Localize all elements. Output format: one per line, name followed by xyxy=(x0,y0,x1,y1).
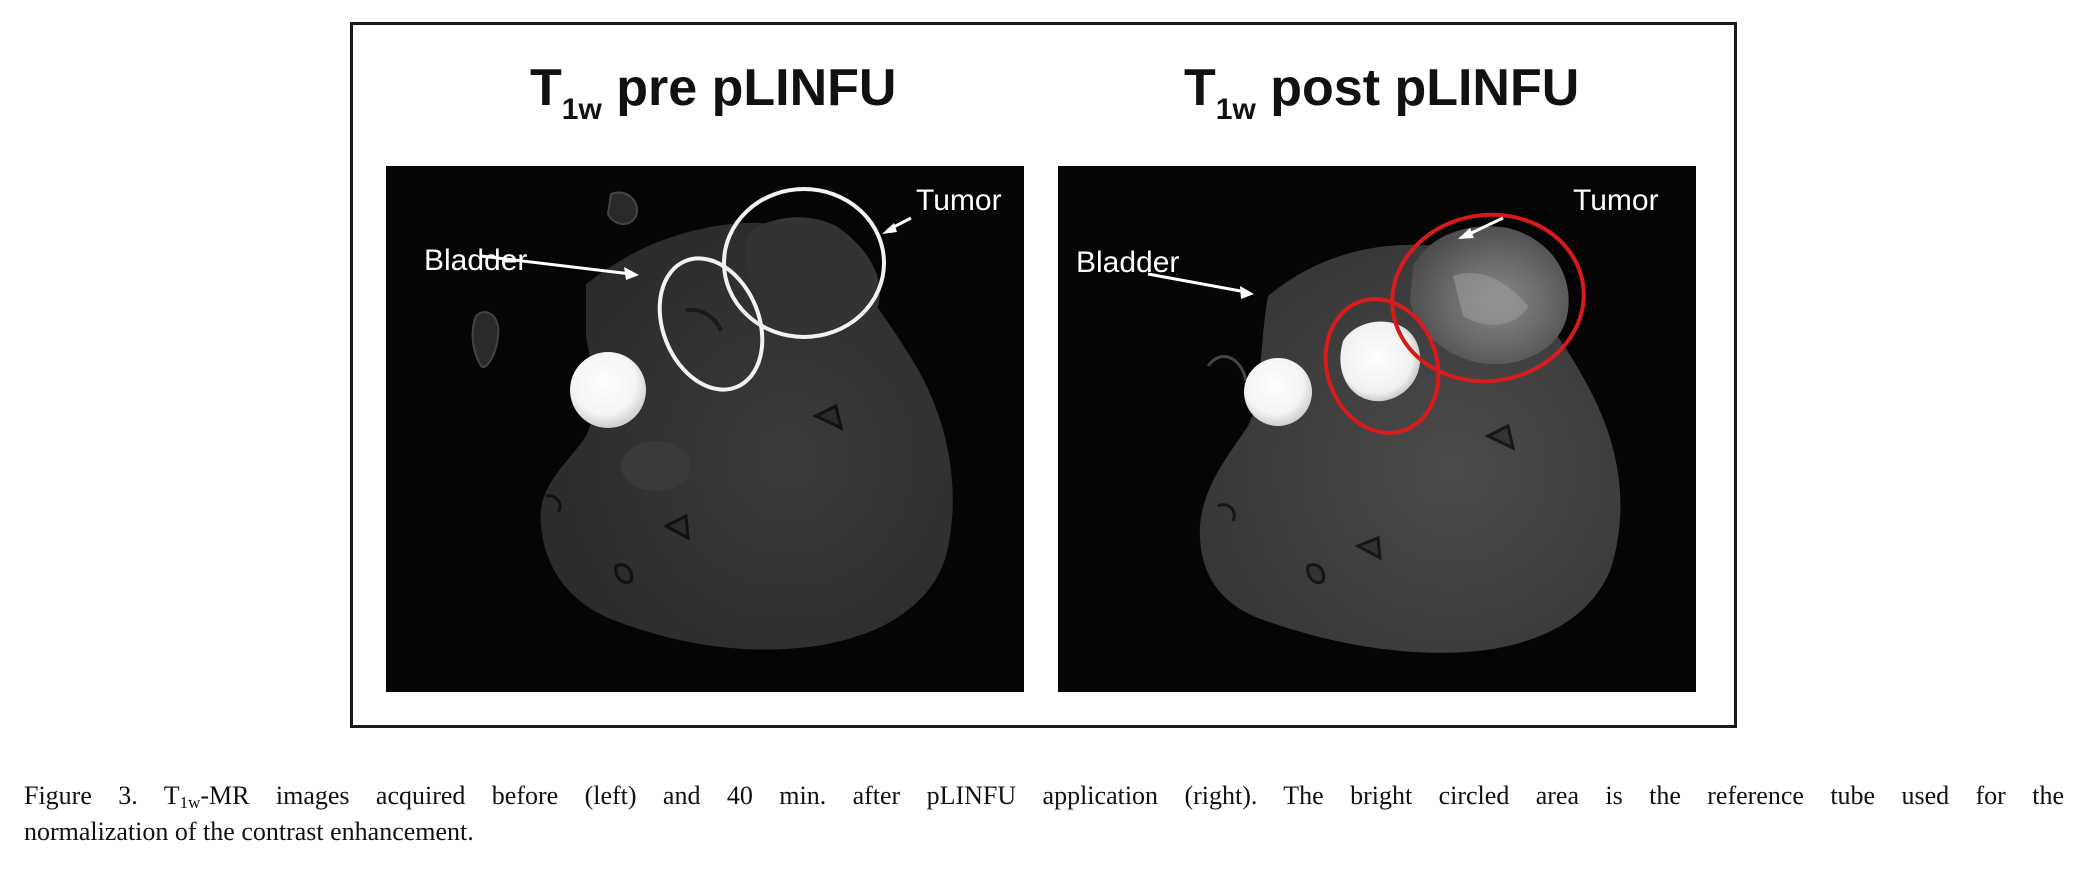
title-rest: post pLINFU xyxy=(1255,59,1580,117)
bladder-arrow xyxy=(480,254,632,276)
title-subscript: 1w xyxy=(1215,93,1256,126)
title-main: T xyxy=(530,59,562,117)
reference-tube xyxy=(1244,358,1312,426)
tumor-label: Tumor xyxy=(916,184,1002,217)
mri-image-post: Bladder Tumor xyxy=(1058,166,1696,692)
tissue-detail xyxy=(621,441,691,491)
caption-subscript: 1w xyxy=(179,793,201,812)
bladder-arrow xyxy=(1147,272,1247,294)
tissue-detail xyxy=(685,307,723,332)
tumor-arrow-head xyxy=(882,223,897,234)
mri-pre-svg: Bladder Tumor xyxy=(386,166,1024,692)
mri-image-pre: Bladder Tumor xyxy=(386,166,1024,692)
bladder-label: Bladder xyxy=(1076,246,1179,279)
tissue-detail xyxy=(1354,535,1382,561)
tumor-label: Tumor xyxy=(1573,184,1659,217)
tissue-detail xyxy=(1217,503,1236,522)
tumor-circle xyxy=(1390,212,1586,384)
bladder-arrow-head xyxy=(1240,286,1254,299)
tissue-detail xyxy=(1306,563,1326,584)
tissue-detail xyxy=(812,403,844,431)
body-cross-section xyxy=(540,222,953,650)
tissue-detail xyxy=(1484,423,1516,451)
title-main: T xyxy=(1184,59,1216,117)
tumor-region xyxy=(745,217,880,331)
bladder-region xyxy=(1340,321,1421,402)
title-rest: pre pLINFU xyxy=(601,59,897,117)
bladder-circle xyxy=(657,256,765,392)
caption-line-2: normalization of the contrast enhancemen… xyxy=(24,817,474,846)
tissue-fragment xyxy=(471,311,500,368)
caption-line1-rest: -MR images acquired before (left) and 40… xyxy=(200,781,2064,810)
figure-caption: Figure 3. T1w-MR images acquired before … xyxy=(24,778,2064,850)
panel-title-post: T1w post pLINFU xyxy=(1184,59,1580,125)
tumor-arrow-head xyxy=(1458,228,1474,239)
caption-prefix: Figure 3. T xyxy=(24,781,180,810)
tumor-enhancement xyxy=(1453,272,1528,325)
tissue-detail xyxy=(662,513,690,541)
caption-line-1: Figure 3. T1w-MR images acquired before … xyxy=(24,778,2064,814)
tissue-detail xyxy=(545,494,562,513)
bladder-label: Bladder xyxy=(424,244,527,277)
tissue-fragment xyxy=(606,191,638,225)
tissue-detail xyxy=(614,563,634,584)
bladder-arrow-head xyxy=(624,267,639,280)
panel-title-pre: T1w pre pLINFU xyxy=(530,59,897,125)
tumor-circle xyxy=(722,187,886,339)
title-subscript: 1w xyxy=(561,93,602,126)
bladder-circle xyxy=(1323,297,1441,435)
tissue-detail xyxy=(1206,355,1248,382)
reference-tube xyxy=(570,352,646,428)
mri-post-svg: Bladder Tumor xyxy=(1058,166,1696,692)
